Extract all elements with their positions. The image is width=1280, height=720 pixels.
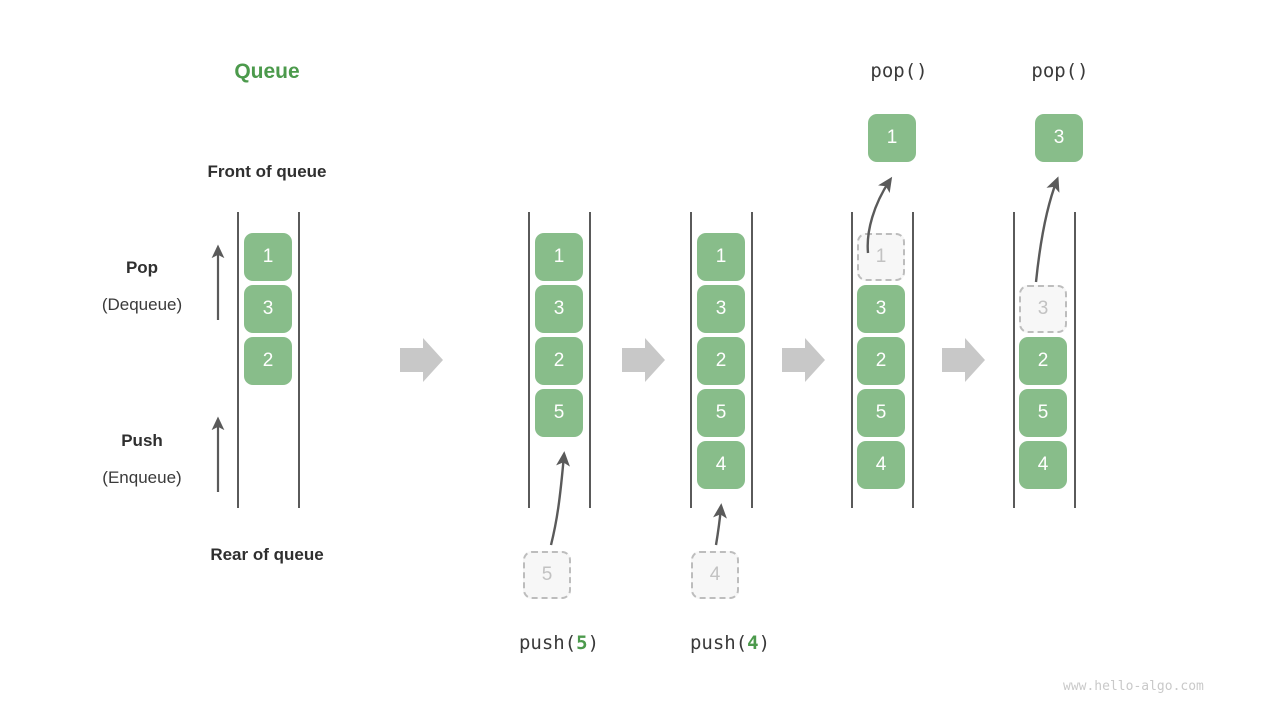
queue-rail-right <box>589 212 591 508</box>
popped-element: 3 <box>1035 114 1083 162</box>
rear-of-queue-label: Rear of queue <box>210 545 324 564</box>
queue-rail-right <box>1074 212 1076 508</box>
queue-element: 5 <box>697 389 745 437</box>
removed-element-ghost: 3 <box>1019 285 1067 333</box>
push-text: push( <box>518 632 577 654</box>
push-paren: ) <box>758 632 771 654</box>
queue-element-new: 5 <box>535 389 583 437</box>
queue-element: 2 <box>1019 337 1067 385</box>
queue-rail-right <box>298 212 300 508</box>
queue-rail-right <box>751 212 753 508</box>
push-5-arrow <box>549 451 570 546</box>
removed-element-ghost: 1 <box>857 233 905 281</box>
queue-element: 1 <box>244 233 292 281</box>
operation-caption-push-4: push(4) <box>660 632 800 654</box>
queue-element: 5 <box>857 389 905 437</box>
push-arg: 5 <box>576 632 588 654</box>
incoming-element-ghost: 5 <box>523 551 571 599</box>
queue-rail-left <box>528 212 530 508</box>
queue-rail-right <box>912 212 914 508</box>
pop-label-sub: (Dequeue) <box>101 295 183 314</box>
front-of-queue-label: Front of queue <box>207 162 327 181</box>
queue-element: 2 <box>535 337 583 385</box>
flow-arrow-right-icon <box>400 338 443 382</box>
incoming-element-ghost: 4 <box>691 551 739 599</box>
pop-2-arrow <box>1034 176 1060 283</box>
queue-element: 3 <box>857 285 905 333</box>
queue-element: 4 <box>1019 441 1067 489</box>
push-4-arrow <box>713 503 727 546</box>
queue-element: 2 <box>697 337 745 385</box>
flow-arrow-right-icon <box>942 338 985 382</box>
push-arg: 4 <box>747 632 759 654</box>
queue-element: 1 <box>535 233 583 281</box>
queue-element: 3 <box>535 285 583 333</box>
queue-element: 4 <box>857 441 905 489</box>
push-paren: ) <box>587 632 600 654</box>
queue-rail-left <box>1013 212 1015 508</box>
diagram-title: Queue <box>234 60 300 83</box>
operation-caption-pop-1: pop() <box>870 60 928 82</box>
push-label-main: Push <box>121 431 163 450</box>
operation-caption-pop-2: pop() <box>1031 60 1089 82</box>
operation-caption-push-5: push(5) <box>489 632 629 654</box>
flow-arrow-right-icon <box>782 338 825 382</box>
queue-element: 3 <box>244 285 292 333</box>
queue-element: 3 <box>697 285 745 333</box>
queue-element-new: 4 <box>697 441 745 489</box>
queue-element: 1 <box>697 233 745 281</box>
queue-element: 2 <box>244 337 292 385</box>
push-label-sub: (Enqueue) <box>102 468 182 487</box>
queue-rail-left <box>690 212 692 508</box>
queue-element: 5 <box>1019 389 1067 437</box>
pop-label-main: Pop <box>125 258 159 277</box>
push-text: push( <box>689 632 748 654</box>
queue-element: 2 <box>857 337 905 385</box>
queue-rail-left <box>237 212 239 508</box>
flow-arrow-right-icon <box>622 338 665 382</box>
watermark: www.hello-algo.com <box>1063 679 1204 694</box>
popped-element: 1 <box>868 114 916 162</box>
queue-rail-left <box>851 212 853 508</box>
